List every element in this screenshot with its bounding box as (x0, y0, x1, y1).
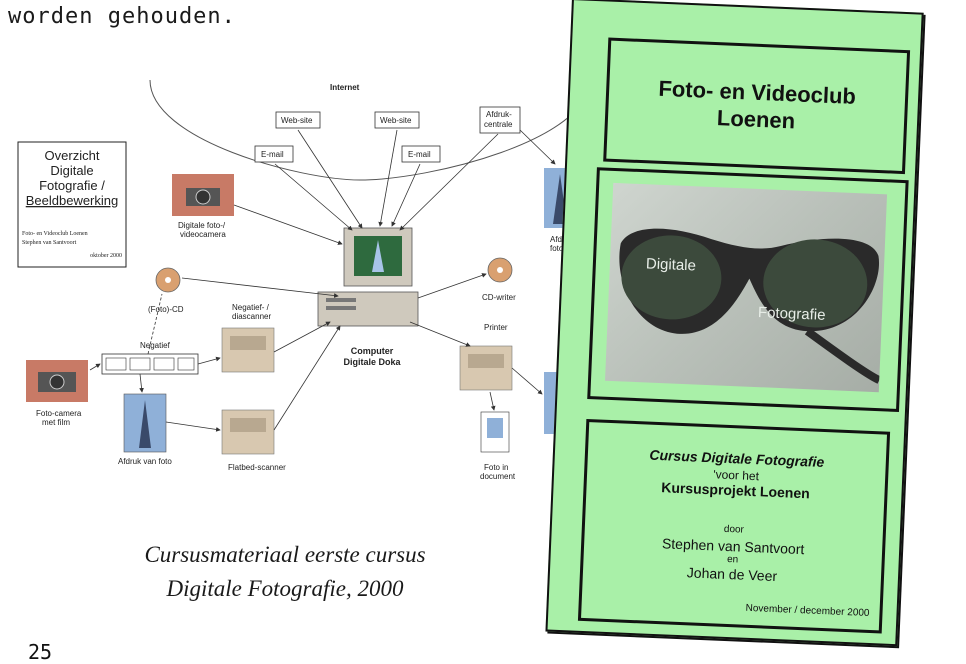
booklet-photo-frame: Digitale Fotografie (587, 167, 909, 413)
digicam-label-1: Digitale foto-/ (178, 221, 226, 230)
overview-date: oktober 2000 (90, 253, 122, 259)
overview-small-2: Stephen van Santvoort (22, 240, 77, 246)
fotocamera-label-2: met film (42, 418, 70, 427)
website-label-2: Web-site (380, 116, 412, 125)
afdruk-centrale-label-1: Afdruk- (486, 110, 512, 119)
email-label-1: E-mail (261, 150, 284, 159)
afdruk-foto-label: Afdruk van foto (118, 457, 172, 466)
caption-line-1: Cursusmateriaal eerste cursus (144, 542, 426, 567)
overview-card (17, 141, 127, 268)
caption: Cursusmateriaal eerste cursus Digitale F… (60, 538, 510, 606)
computer-label-2: Digitale Doka (343, 357, 401, 367)
afdruk-centrale-label-2: centrale (484, 120, 513, 129)
photo-label-digitale: Digitale (646, 255, 697, 274)
email-label-2: E-mail (408, 150, 431, 159)
cd-label: (Foto)-CD (148, 305, 184, 314)
fotocamera-label-1: Foto-camera (36, 409, 82, 418)
neg-scanner-label-2: diascanner (232, 312, 271, 321)
overview-small-1: Foto- en Videoclub Loenen (22, 231, 88, 237)
fotoo-right-label: fotoo (550, 244, 568, 253)
internet-label: Internet (330, 83, 360, 92)
page-number: 25 (28, 640, 53, 664)
booklet-title-line-2: Loenen (716, 105, 796, 134)
sunglasses-photo: Digitale Fotografie (605, 182, 888, 393)
booklet-title-frame: Foto- en Videoclub Loenen (603, 37, 911, 175)
overview-line-4: Beeldbewerking (26, 193, 119, 208)
overview-line-3: Fotografie / (39, 178, 105, 193)
intro-text: worden gehouden. (8, 4, 236, 29)
course-booklet-cover: Foto- en Videoclub Loenen Digitale Fotog… (545, 0, 924, 647)
doc-label-1: Foto in (484, 463, 508, 472)
workflow-diagram: Internet Web-site Web-site E-mail E-mail… (17, 79, 591, 481)
cdwriter-label: CD-writer (482, 293, 516, 302)
caption-line-2: Digitale Fotografie, 2000 (166, 576, 404, 601)
booklet-date: November / december 2000 (745, 602, 870, 619)
internet-cloud (149, 79, 591, 181)
photo-label-fotografie: Fotografie (758, 304, 826, 324)
computer-label-1: Computer (351, 346, 394, 356)
digicam-label-2: videocamera (180, 230, 226, 239)
doc-label-2: document (480, 472, 516, 481)
booklet-info-frame: Cursus Digitale Fotografie 'voor het Kur… (577, 418, 891, 634)
neg-scanner-label-1: Negatief- / (232, 303, 270, 312)
booklet-title-line-1: Foto- en Videoclub (657, 75, 857, 109)
printer-label: Printer (484, 323, 508, 332)
overview-line-1: Overzicht (45, 148, 100, 163)
negatief-label: Negatief (140, 341, 171, 350)
overview-line-2: Digitale (50, 163, 93, 178)
flatbed-label: Flatbed-scanner (228, 463, 286, 472)
website-label-1: Web-site (281, 116, 313, 125)
